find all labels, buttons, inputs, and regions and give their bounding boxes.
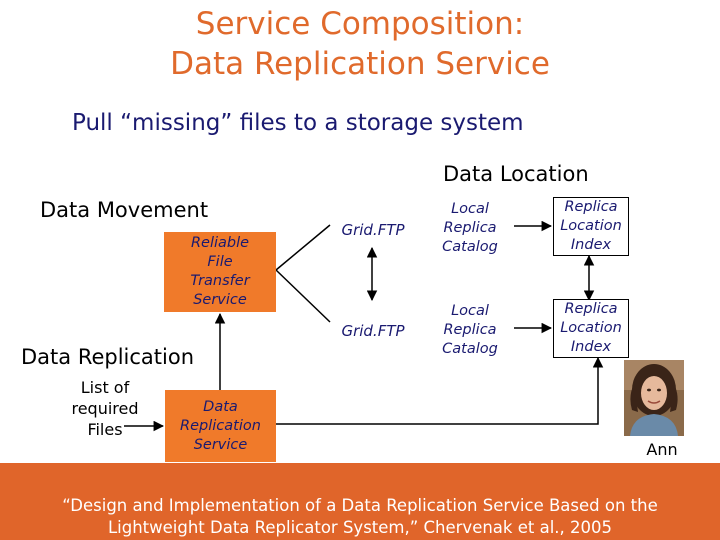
rft-to-gridftp-top-line bbox=[275, 224, 331, 271]
drs-to-rli-arrow bbox=[276, 356, 604, 425]
rft-to-gridftp-bottom-line bbox=[275, 269, 331, 323]
gridftp-top-box: Grid.FTP bbox=[332, 215, 414, 245]
data-location-label: Data Location bbox=[443, 162, 589, 186]
required-files-list-label: List of required Files bbox=[71, 378, 139, 439]
citation-banner: “Design and Implementation of a Data Rep… bbox=[0, 463, 720, 540]
citation-text: “Design and Implementation of a Data Rep… bbox=[62, 496, 658, 537]
local-replica-catalog-top-box: Local Replica Catalog bbox=[427, 198, 513, 258]
data-movement-label: Data Movement bbox=[40, 198, 209, 222]
gridftp-bottom-box: Grid.FTP bbox=[332, 316, 414, 346]
data-replication-service-box: Data Replication Service bbox=[165, 390, 276, 462]
data-replication-label: Data Replication bbox=[21, 345, 195, 369]
slide-title: Service Composition: Data Replication Se… bbox=[170, 6, 550, 82]
slide-subtitle: Pull “missing” files to a storage system bbox=[72, 110, 524, 136]
replica-location-index-bottom-box: Replica Location Index bbox=[553, 299, 629, 358]
reliable-file-transfer-box: Reliable File Transfer Service bbox=[164, 232, 276, 312]
ann-chervenak-photo bbox=[624, 360, 684, 436]
local-replica-catalog-bottom-box: Local Replica Catalog bbox=[427, 300, 513, 360]
replica-location-index-top-box: Replica Location Index bbox=[553, 197, 629, 256]
